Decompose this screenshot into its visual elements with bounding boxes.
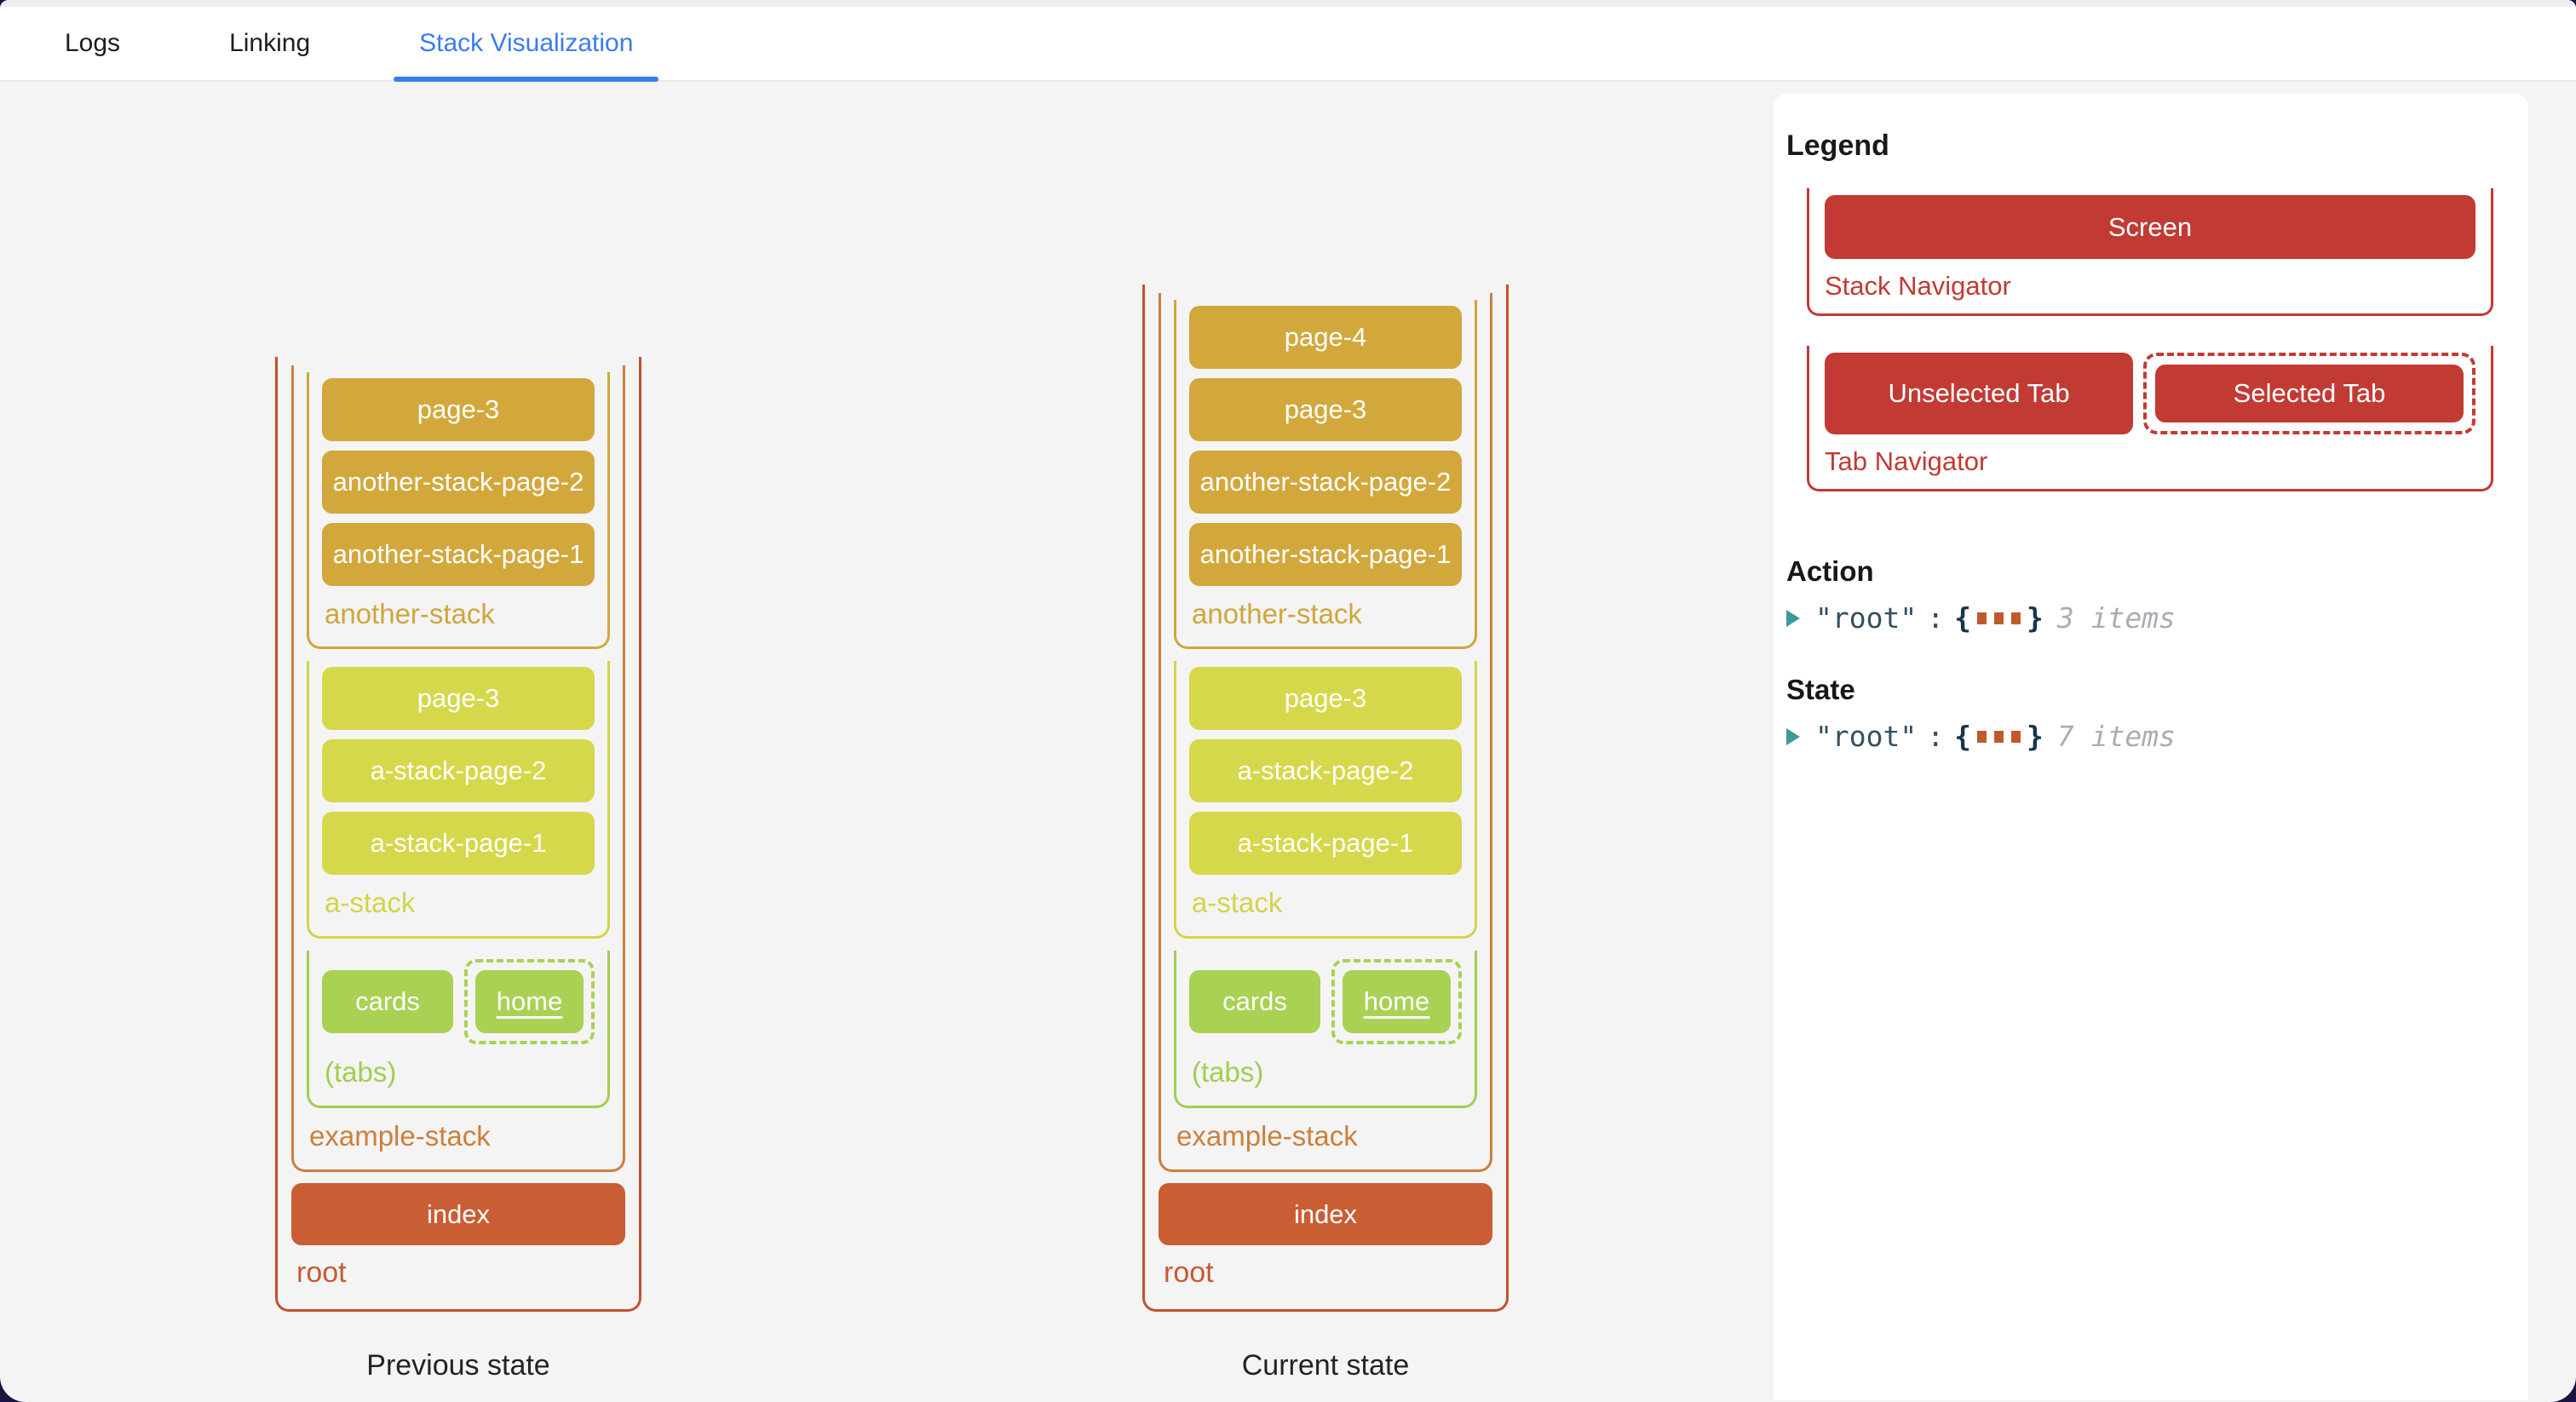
stack-visualization-panel: page-3 another-stack-page-2 another-stac… [0, 82, 2576, 1400]
screen-index: index [1159, 1183, 1492, 1246]
another-stack-container: page-3 another-stack-page-2 another-stac… [307, 371, 610, 650]
screen-page-3: page-3 [322, 377, 595, 441]
tab-logs[interactable]: Logs [65, 29, 121, 57]
json-key: "root" [1815, 720, 1918, 753]
example-stack-container: page-4 page-3 another-stack-page-2 anoth… [1159, 292, 1492, 1173]
a-stack-label: a-stack [325, 887, 416, 919]
legend-unselected-tab-example: Unselected Tab [1825, 353, 2133, 434]
screen-a-stack-page-2: a-stack-page-2 [1189, 739, 1462, 803]
current-state-stack: page-4 page-3 another-stack-page-2 anoth… [1142, 284, 1509, 1382]
json-items-count: 3 items [2056, 601, 2176, 635]
json-open-brace: { [1954, 720, 1971, 753]
screen-another-stack-page-2: another-stack-page-2 [322, 450, 595, 514]
screen-a-stack-page-2: a-stack-page-2 [322, 739, 595, 803]
a-stack-container: page-3 a-stack-page-2 a-stack-page-1 a-s… [1174, 661, 1477, 939]
tab-navigator-row: cards home [1189, 959, 1462, 1045]
another-stack-label: another-stack [325, 597, 495, 629]
legend-tab-navigator-label: Tab Navigator [1825, 446, 1988, 476]
screen-a-stack-page-1: a-stack-page-1 [1189, 812, 1462, 876]
legend-stack-navigator-label: Stack Navigator [1825, 271, 2011, 301]
example-stack-container: page-3 another-stack-page-2 another-stac… [291, 365, 625, 1173]
root-navigator-container: page-3 another-stack-page-2 another-stac… [275, 356, 641, 1312]
previous-state-stack: page-3 another-stack-page-2 another-stac… [275, 356, 641, 1382]
collapsed-dots-icon [1976, 612, 2021, 624]
json-key: "root" [1815, 601, 1918, 635]
tab-home-selected: home [1343, 970, 1451, 1034]
active-tab-indicator [394, 77, 659, 82]
legend-and-state-panel: Legend Screen Stack Navigator Unselected… [1774, 94, 2528, 1400]
tab-stack-visualization-label: Stack Visualization [419, 29, 634, 57]
tabs-label: (tabs) [1192, 1056, 1264, 1089]
action-json-row[interactable]: "root" : { } 3 items [1786, 601, 2528, 635]
tabs-container: cards home (tabs) [307, 951, 610, 1108]
screen-another-stack-page-1: another-stack-page-1 [322, 522, 595, 586]
root-label: root [1164, 1256, 1214, 1290]
window-top-edge [0, 0, 2576, 7]
json-close-brace: } [2026, 601, 2044, 635]
tab-bar: Logs Linking Stack Visualization [0, 7, 2576, 82]
legend-tab-row: Unselected Tab Selected Tab [1825, 353, 2475, 434]
tab-navigator-row: cards home [322, 959, 595, 1045]
screen-index: index [291, 1183, 625, 1246]
tabs-container: cards home (tabs) [1174, 951, 1477, 1108]
screen-page-3: page-3 [1189, 377, 1462, 441]
screen-page-4: page-4 [1189, 305, 1462, 369]
legend-selected-tab-example: Selected Tab [2155, 365, 2464, 422]
another-stack-label: another-stack [1192, 597, 1362, 629]
screen-another-stack-page-2: another-stack-page-2 [1189, 450, 1462, 514]
selected-tab-outline: home [464, 959, 595, 1045]
json-items-count: 7 items [2056, 720, 2176, 753]
example-stack-label: example-stack [309, 1119, 491, 1152]
current-state-caption: Current state [1241, 1349, 1410, 1382]
expand-arrow-icon[interactable] [1786, 727, 1800, 745]
json-colon: : [1927, 720, 1945, 753]
screen-page-3: page-3 [322, 667, 595, 731]
legend-tab-navigator-box: Unselected Tab Selected Tab Tab Navigato… [1807, 346, 2493, 491]
json-close-brace: } [2026, 720, 2044, 753]
expand-arrow-icon[interactable] [1786, 609, 1800, 627]
a-stack-label: a-stack [1192, 887, 1283, 919]
tabs-label: (tabs) [325, 1056, 397, 1089]
screen-another-stack-page-1: another-stack-page-1 [1189, 522, 1462, 586]
json-colon: : [1927, 601, 1945, 635]
tab-home-selected: home [475, 970, 584, 1034]
screen-page-3: page-3 [1189, 667, 1462, 731]
state-json-row[interactable]: "root" : { } 7 items [1786, 720, 2528, 753]
tab-linking[interactable]: Linking [229, 29, 311, 57]
legend-screen-example: Screen [1825, 195, 2475, 259]
root-navigator-container: page-4 page-3 another-stack-page-2 anoth… [1142, 284, 1509, 1312]
legend-title: Legend [1786, 129, 1889, 162]
tab-cards: cards [1189, 970, 1320, 1034]
legend-stack-navigator-box: Screen Stack Navigator [1807, 188, 2493, 316]
a-stack-container: page-3 a-stack-page-2 a-stack-page-1 a-s… [307, 661, 610, 939]
json-open-brace: { [1954, 601, 1971, 635]
stack-diagrams: page-3 another-stack-page-2 another-stac… [275, 284, 1509, 1382]
legend-selected-tab-outline: Selected Tab [2143, 353, 2475, 434]
another-stack-container: page-4 page-3 another-stack-page-2 anoth… [1174, 299, 1477, 650]
tab-cards: cards [322, 970, 453, 1034]
selected-tab-outline: home [1331, 959, 1462, 1045]
tab-stack-visualization[interactable]: Stack Visualization [388, 7, 664, 82]
state-title: State [1786, 674, 1855, 705]
previous-state-caption: Previous state [366, 1349, 550, 1382]
root-label: root [296, 1256, 347, 1290]
collapsed-dots-icon [1976, 730, 2021, 743]
action-title: Action [1786, 555, 1874, 587]
screen-a-stack-page-1: a-stack-page-1 [322, 812, 595, 876]
example-stack-label: example-stack [1176, 1119, 1358, 1152]
